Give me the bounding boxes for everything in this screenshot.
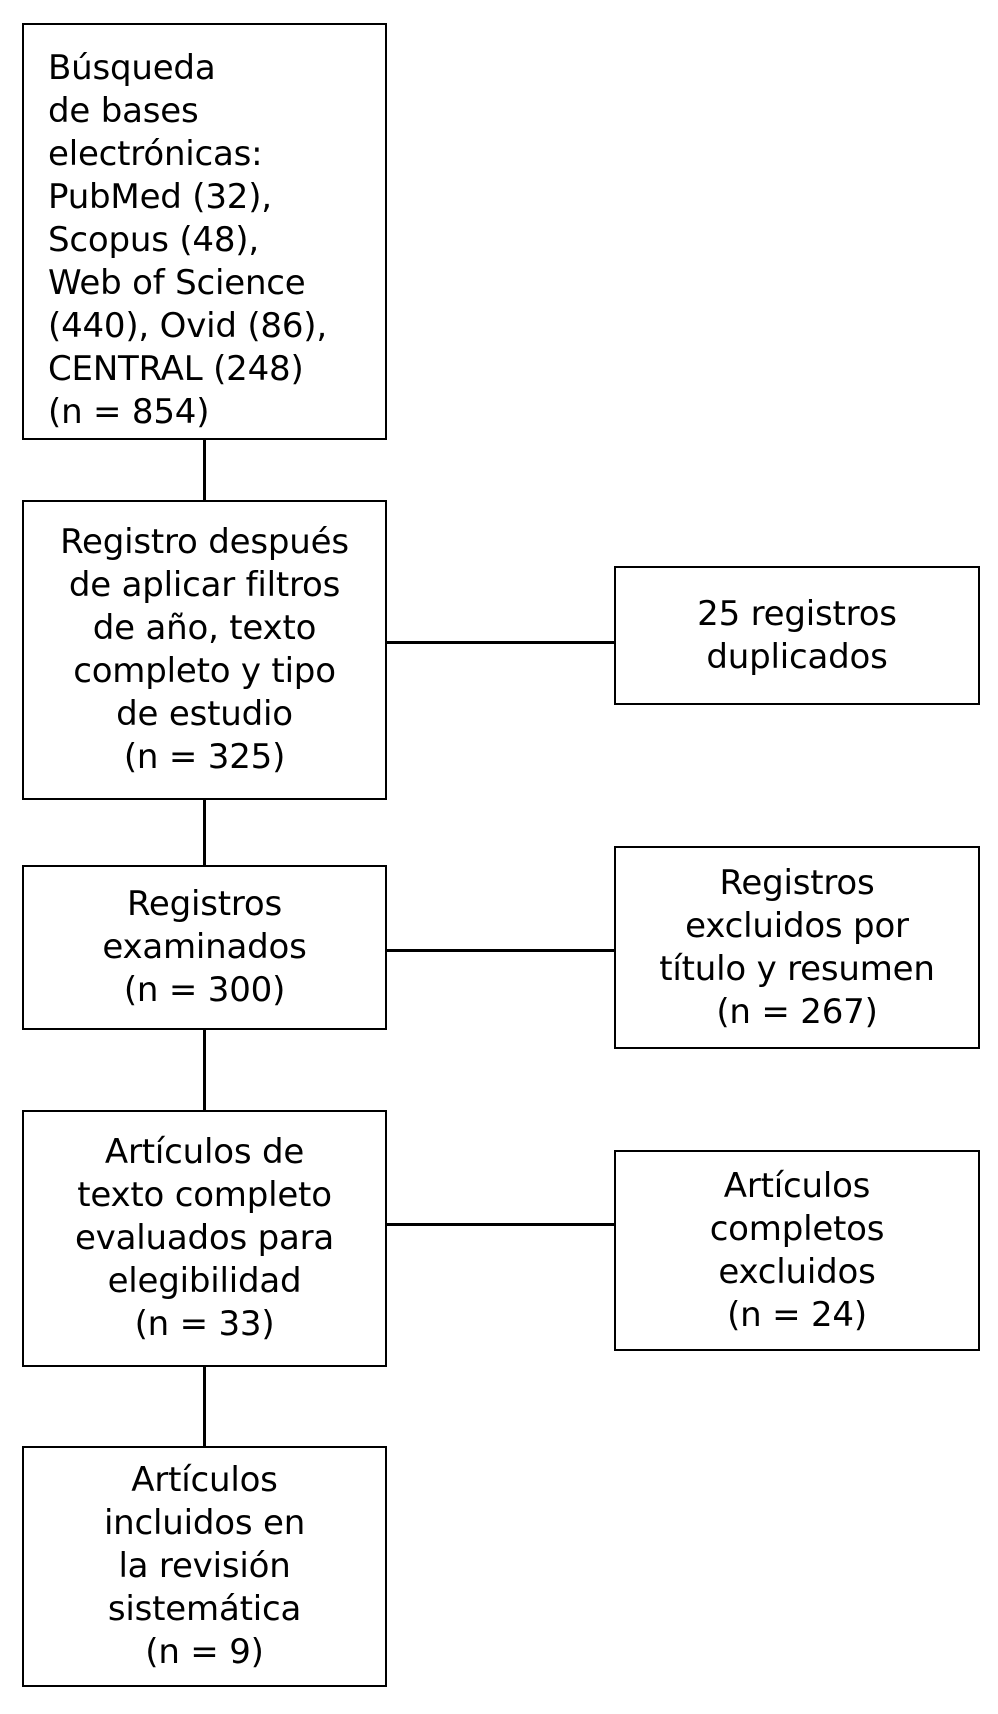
connector-filtered-to-duplicates bbox=[385, 641, 616, 644]
node-line: (n = 300) bbox=[123, 970, 286, 1010]
connector-screened-to-excluded-title bbox=[385, 949, 616, 952]
node-records-excluded-title-abstract: Registros excluidos por título y resumen… bbox=[614, 846, 980, 1049]
node-line: Web of Science bbox=[48, 263, 306, 303]
node-records-after-filters: Registro después de aplicar filtros de a… bbox=[22, 500, 387, 800]
node-line: CENTRAL (248) bbox=[48, 349, 304, 389]
connector-eligibility-to-excluded-full bbox=[385, 1223, 616, 1226]
node-line: (n = 9) bbox=[145, 1632, 264, 1672]
node-line: texto completo bbox=[77, 1175, 332, 1215]
node-line: título y resumen bbox=[659, 948, 935, 989]
node-duplicate-records: 25 registros duplicados bbox=[614, 566, 980, 705]
node-line: evaluados para bbox=[74, 1218, 335, 1258]
node-line: Artículos bbox=[723, 1165, 871, 1206]
node-line: de aplicar filtros bbox=[68, 565, 341, 605]
node-line: de año, texto bbox=[92, 608, 317, 648]
node-full-text-assessed: Artículos de texto completo evaluados pa… bbox=[22, 1110, 387, 1367]
node-line: de estudio bbox=[116, 694, 293, 734]
node-line: Scopus (48), bbox=[48, 220, 259, 260]
node-line: (n = 854) bbox=[48, 392, 210, 432]
node-line: elegibilidad bbox=[107, 1261, 302, 1301]
node-line: Registro después bbox=[60, 522, 349, 562]
node-full-text-excluded: Artículos completos excluidos (n = 24) bbox=[614, 1150, 980, 1351]
node-line: excluidos por bbox=[685, 905, 909, 946]
node-line: sistemática bbox=[107, 1589, 302, 1629]
node-line: Artículos de bbox=[104, 1132, 305, 1172]
connector-filtered-to-screened bbox=[203, 798, 206, 867]
connector-search-to-filtered bbox=[203, 438, 206, 502]
node-line: Registros bbox=[126, 884, 283, 924]
node-line: excluidos bbox=[718, 1251, 876, 1292]
node-line: (n = 267) bbox=[716, 991, 878, 1032]
node-line: (n = 325) bbox=[123, 737, 286, 777]
node-line: examinados bbox=[102, 927, 307, 967]
node-line: Registros bbox=[719, 862, 875, 903]
connector-eligibility-to-included bbox=[203, 1365, 206, 1448]
node-line: PubMed (32), bbox=[48, 177, 272, 217]
node-line: (n = 24) bbox=[727, 1294, 867, 1335]
node-database-search: Búsqueda de bases electrónicas: PubMed (… bbox=[22, 23, 387, 440]
node-line: electrónicas: bbox=[48, 134, 263, 174]
node-line: completo y tipo bbox=[73, 651, 336, 691]
node-line: (n = 33) bbox=[134, 1304, 275, 1344]
node-line: de bases bbox=[48, 91, 199, 131]
node-records-screened: Registros examinados (n = 300) bbox=[22, 865, 387, 1030]
connector-screened-to-eligibility bbox=[203, 1028, 206, 1112]
node-line: duplicados bbox=[706, 636, 888, 677]
node-studies-included: Artículos incluidos en la revisión siste… bbox=[22, 1446, 387, 1687]
node-line: incluidos en bbox=[103, 1503, 306, 1543]
node-line: 25 registros bbox=[697, 593, 897, 634]
node-line: completos bbox=[709, 1208, 885, 1249]
node-line: Búsqueda bbox=[48, 48, 216, 88]
node-line: Artículos bbox=[131, 1460, 278, 1500]
node-line: (440), Ovid (86), bbox=[48, 306, 327, 346]
node-line: la revisión bbox=[118, 1546, 291, 1586]
